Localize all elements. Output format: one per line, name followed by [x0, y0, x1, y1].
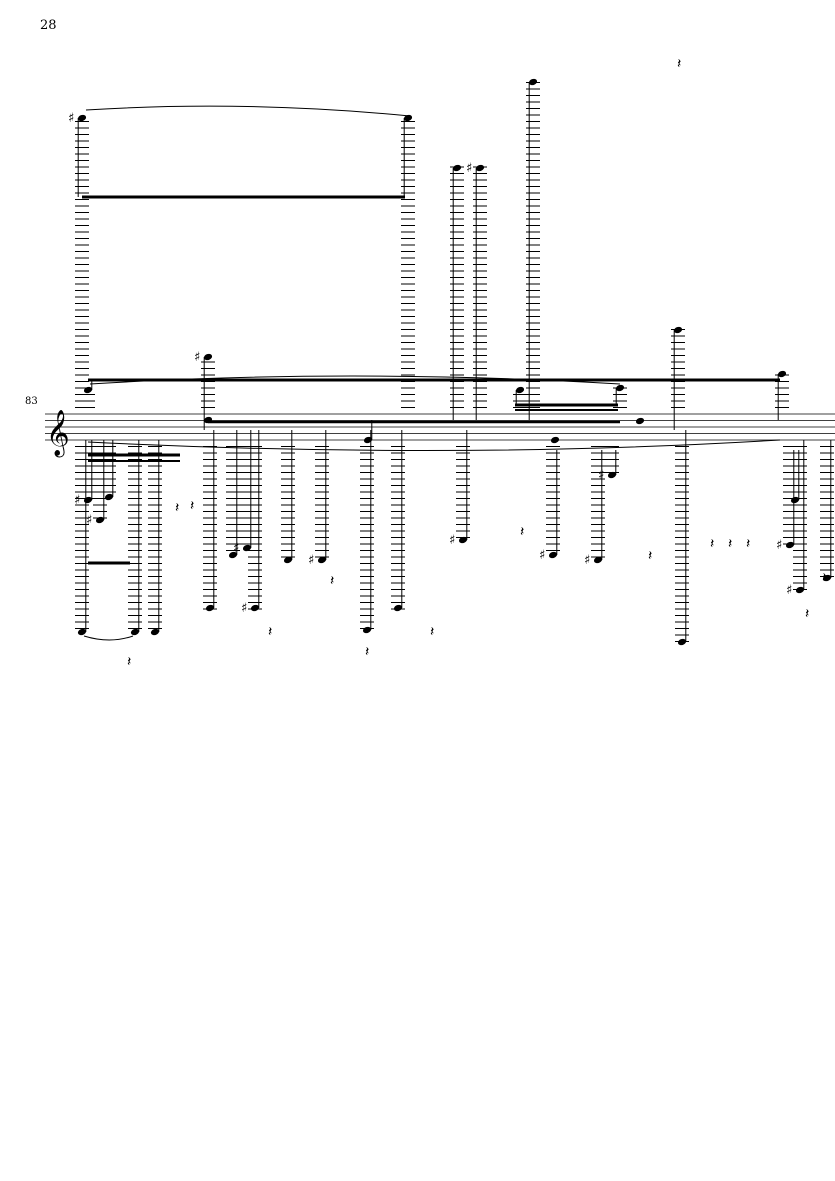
- rest-icon: 𝄽: [728, 536, 732, 552]
- note-head: [607, 471, 617, 479]
- note-head: [283, 556, 293, 564]
- note-head: [362, 626, 372, 634]
- sharp-icon: ♯: [86, 513, 92, 528]
- rest-icon: 𝄽: [330, 573, 334, 589]
- note-head: [452, 164, 462, 172]
- note-head: [677, 638, 687, 646]
- note-head: [77, 114, 87, 122]
- note-head: [458, 536, 468, 544]
- note-head: [83, 496, 93, 504]
- tie: [83, 635, 134, 641]
- sharp-icon: ♯: [194, 350, 200, 365]
- sharp-icon: ♯: [449, 533, 455, 548]
- rest-icon: 𝄽: [648, 548, 652, 564]
- treble-clef: 𝄞: [46, 410, 70, 458]
- note-head: [95, 516, 105, 524]
- note-head: [77, 628, 87, 636]
- note-head: [363, 436, 373, 444]
- note-head: [777, 370, 787, 378]
- rest-icon: 𝄽: [822, 570, 826, 586]
- measure-number: 83: [25, 396, 38, 407]
- rest-icon: 𝄽: [677, 56, 681, 72]
- note-head: [228, 551, 238, 559]
- note-head: [790, 496, 800, 504]
- note-head: [822, 574, 832, 582]
- note-head: [317, 556, 327, 564]
- note-head: [83, 386, 93, 394]
- rest-icon: 𝄽: [710, 536, 714, 552]
- rest-icon: 𝄽: [746, 536, 750, 552]
- note-head: [150, 628, 160, 636]
- sharp-icon: ♯: [233, 541, 239, 556]
- note-head: [795, 586, 805, 594]
- rest-icon: 𝄽: [430, 624, 434, 640]
- note-head: [593, 556, 603, 564]
- note-head: [550, 436, 560, 444]
- note-head: [393, 604, 403, 612]
- note-head: [548, 551, 558, 559]
- note-head: [785, 541, 795, 549]
- rest-icon: 𝄽: [520, 524, 524, 540]
- note-head: [250, 604, 260, 612]
- note-head: [673, 326, 683, 334]
- note-head: [242, 544, 252, 552]
- rest-icon: 𝄽: [175, 500, 179, 516]
- rest-icon: 𝄽: [365, 644, 369, 660]
- note-head: [203, 353, 213, 361]
- note-head: [205, 604, 215, 612]
- note-head: [104, 493, 114, 501]
- rest-icon: 𝄽: [268, 624, 272, 640]
- rest-icon: 𝄽: [127, 654, 131, 670]
- sharp-icon: ♯: [466, 161, 472, 176]
- sharp-icon: ♯: [74, 493, 80, 508]
- note-head: [528, 78, 538, 86]
- page-number: 28: [40, 18, 57, 33]
- tie: [85, 105, 411, 117]
- sharp-icon: ♯: [68, 111, 74, 126]
- sharp-icon: ♯: [598, 468, 604, 483]
- sharp-icon: ♯: [539, 548, 545, 563]
- note-head: [615, 384, 625, 392]
- rest-icon: 𝄽: [805, 606, 809, 622]
- sharp-icon: ♯: [308, 553, 314, 568]
- rest-icon: 𝄽: [190, 498, 194, 514]
- slur: [87, 439, 781, 452]
- sharp-icon: ♯: [241, 601, 247, 616]
- note-head: [475, 164, 485, 172]
- note-head: [130, 628, 140, 636]
- slur: [89, 375, 621, 385]
- sharp-icon: ♯: [786, 583, 792, 598]
- sharp-icon: ♯: [776, 538, 782, 553]
- sharp-icon: ♯: [584, 553, 590, 568]
- note-head: [403, 114, 413, 122]
- note-head: [635, 417, 645, 425]
- note-head: [515, 386, 525, 394]
